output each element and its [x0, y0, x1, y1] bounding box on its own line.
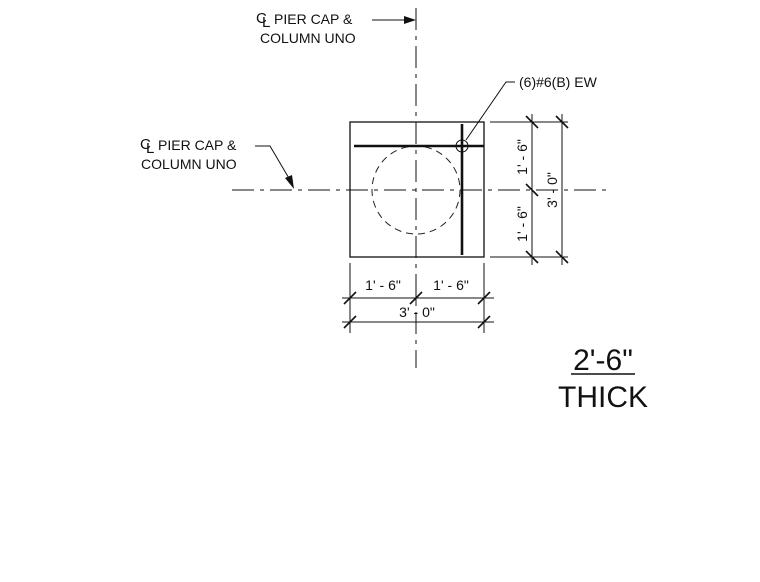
dim-right-upper: 1' - 6" [514, 139, 530, 175]
centerline-symbol-icon: C L [140, 136, 154, 157]
thickness-note: 2'-6" THICK [558, 344, 648, 414]
rebar-callout-circle [455, 139, 469, 153]
dim-right-total: 3' - 0" [544, 172, 560, 208]
right-dimensions: 1' - 6" 1' - 6" 3' - 0" [490, 114, 569, 265]
pier-cap-outline [349, 121, 485, 258]
thickness-label: THICK [558, 381, 648, 414]
left-callout-line2: COLUMN UNO [141, 156, 237, 172]
top-callout-line1: PIER CAP & [274, 11, 353, 27]
svg-text:C: C [256, 10, 267, 27]
bottom-dimensions: 1' - 6" 1' - 6" 3' - 0" [342, 263, 494, 333]
top-callout-arrowhead [404, 16, 416, 24]
dim-bottom-right: 1' - 6" [433, 277, 469, 293]
rebar-callout: (6)#6(B) EW [465, 74, 598, 141]
thickness-value: 2'-6" [573, 344, 633, 377]
top-callout-line2: COLUMN UNO [260, 30, 356, 46]
centerline-symbol-icon: C L [256, 10, 270, 31]
dim-right-lower: 1' - 6" [514, 206, 530, 242]
dim-bottom-total: 3' - 0" [399, 304, 435, 320]
svg-text:L: L [262, 14, 270, 31]
svg-text:C: C [140, 136, 151, 153]
left-callout-line1: PIER CAP & [158, 137, 237, 153]
svg-text:L: L [146, 140, 154, 157]
left-callout-leader [255, 145, 291, 181]
left-callout-arrowhead [285, 175, 294, 189]
top-centerline-callout: C L PIER CAP & COLUMN UNO [256, 10, 416, 46]
dim-bottom-left: 1' - 6" [365, 277, 401, 293]
rebar-callout-leader [465, 81, 515, 141]
rebar-callout-text: (6)#6(B) EW [519, 74, 598, 90]
left-centerline-callout: C L PIER CAP & COLUMN UNO [140, 136, 294, 189]
